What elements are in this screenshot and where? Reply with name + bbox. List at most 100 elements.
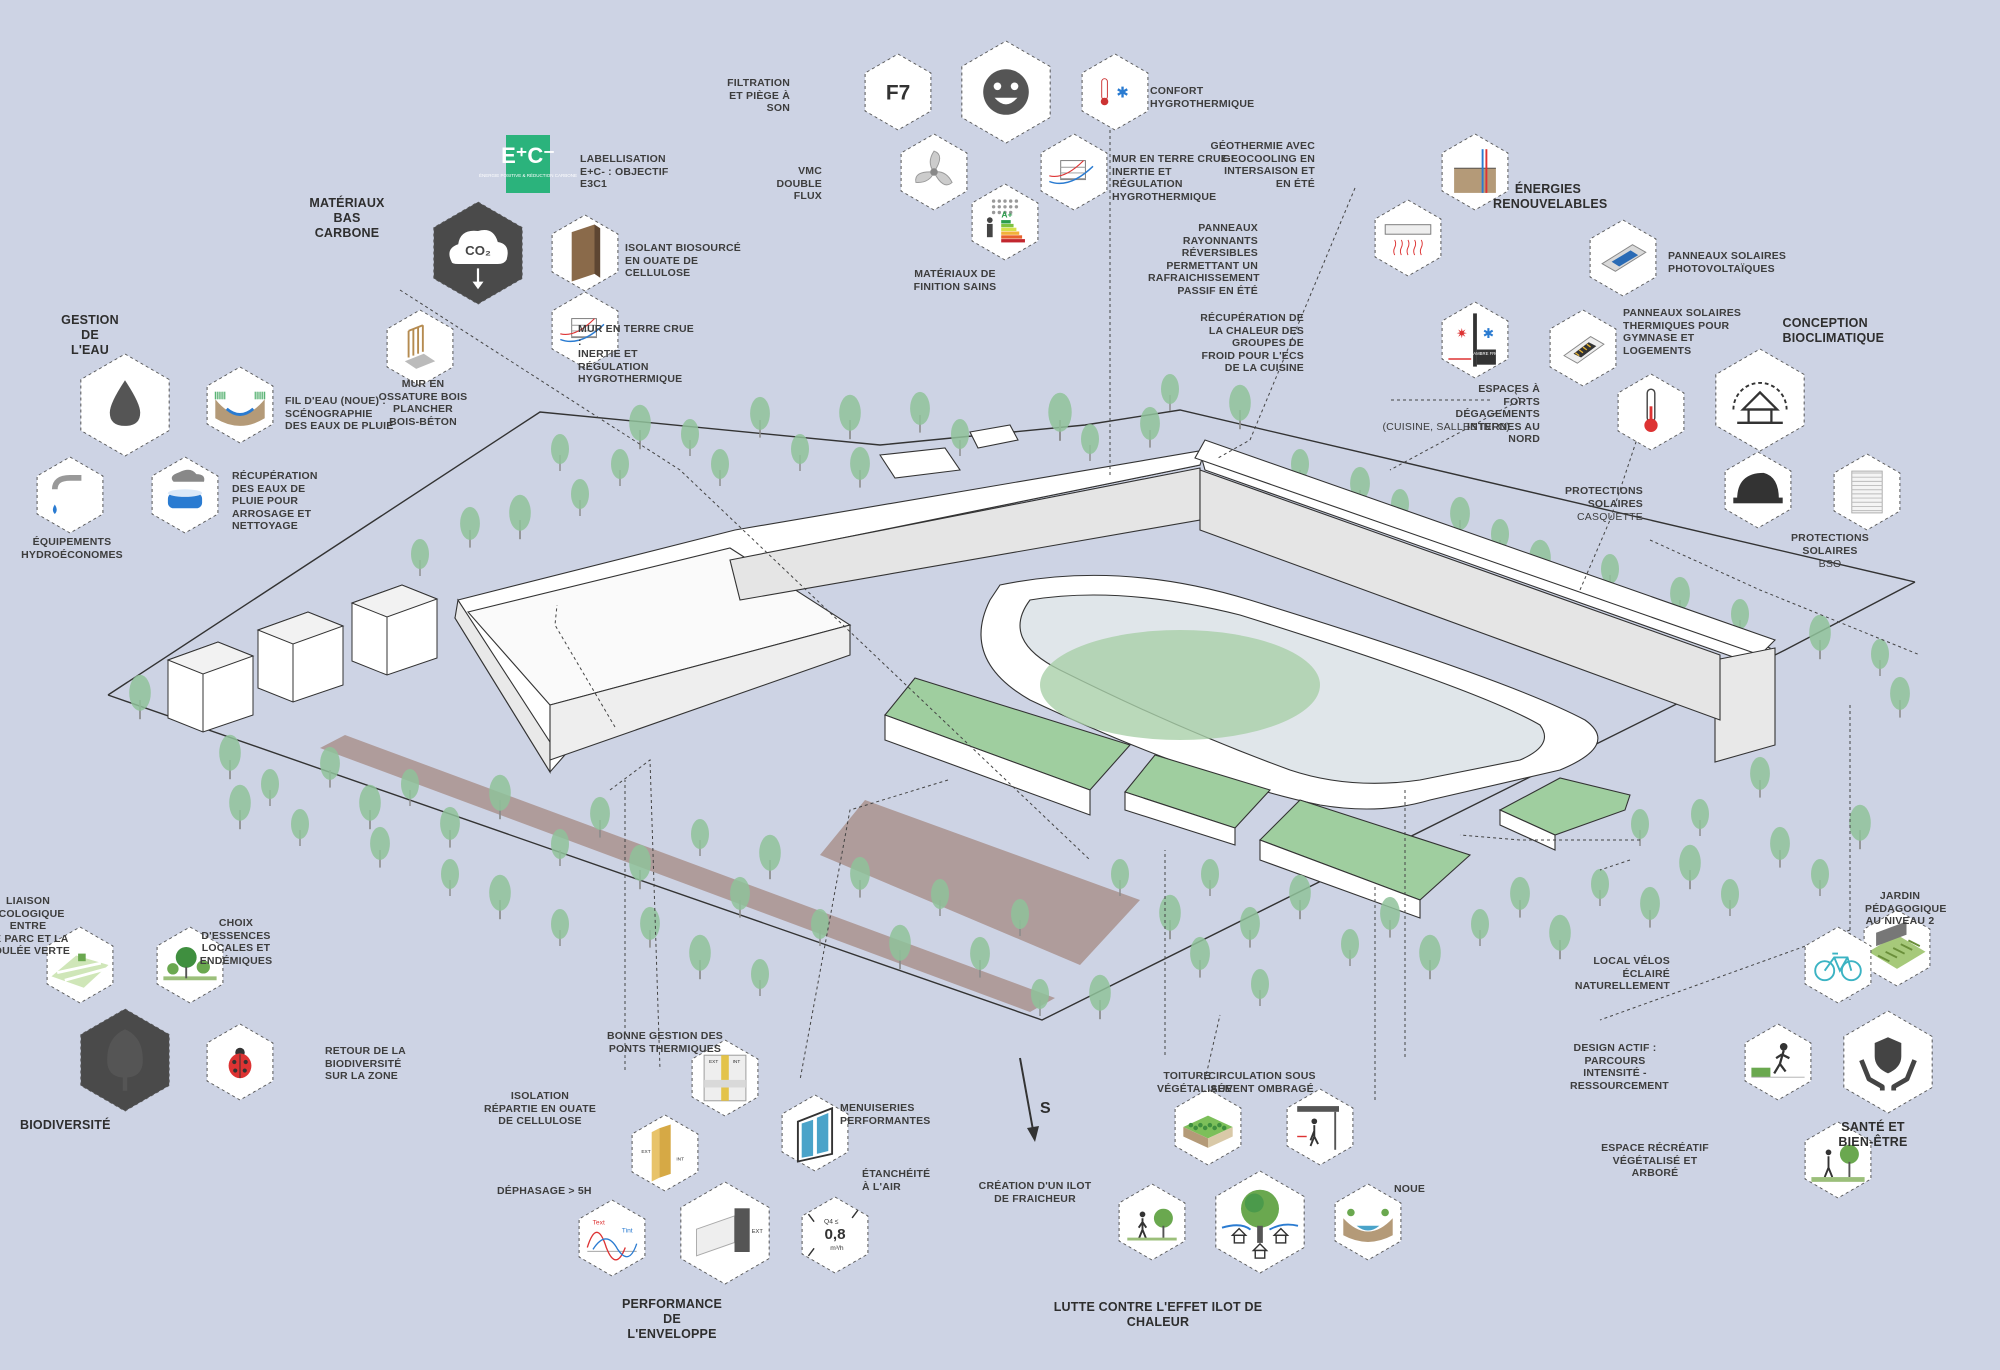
- tree: [1549, 914, 1571, 960]
- solar-thermal-icon: [1550, 310, 1616, 386]
- tree: [291, 809, 309, 846]
- label-espaces-forts-sub: (CUISINE, SALLES INFO): [1382, 421, 1510, 433]
- tree: [359, 784, 381, 830]
- svg-text:EXT: EXT: [641, 1149, 650, 1155]
- label-jardin: JARDIN PÉDAGOGIQUE AU NIVEAU 2: [1865, 890, 1947, 927]
- house-sun-icon: [1716, 349, 1804, 451]
- tree: [640, 906, 660, 948]
- label-toiture: TOITURE VÉGÉTALISÉE: [1157, 1070, 1232, 1095]
- tree: [1631, 809, 1649, 846]
- tree: [460, 506, 480, 548]
- tree: [320, 746, 340, 788]
- insulation-panel-icon: [552, 215, 618, 291]
- label-geothermie: GÉOTHERMIE AVEC GEOCOOLING EN INTERSAISO…: [1210, 140, 1315, 190]
- paint-drops-icon: A+: [972, 184, 1038, 260]
- svg-text:Tint: Tint: [622, 1227, 633, 1234]
- tree: [1691, 799, 1709, 836]
- tree: [1750, 756, 1770, 798]
- tree: [551, 434, 569, 471]
- swale-icon: [1335, 1184, 1401, 1260]
- label-bonne-gestion: BONNE GESTION DES PONTS THERMIQUES: [607, 1030, 723, 1055]
- thermometer-snow-icon: ✱: [1082, 54, 1148, 130]
- tree: [1679, 844, 1701, 890]
- tree: [370, 826, 390, 868]
- svg-text:INT: INT: [676, 1157, 684, 1163]
- wall-section-icon: EXT: [681, 1182, 769, 1284]
- label-materiaux-bas-carbone: MATÉRIAUX BAS CARBONE: [309, 196, 385, 240]
- tree: [1089, 974, 1111, 1020]
- tree: [1031, 979, 1049, 1016]
- airtightness-icon: Q4 ≤0,8m³/h: [802, 1197, 868, 1273]
- label-sante: SANTÉ ET BIEN-ÊTRE: [1838, 1120, 1908, 1149]
- tree: [1890, 676, 1910, 718]
- tree: [970, 936, 990, 978]
- svg-text:CO₂: CO₂: [465, 243, 491, 258]
- tree: [931, 879, 949, 916]
- label-liaison: LIAISON ÉCOLOGIQUE ENTRE LE PARC ET LA C…: [0, 895, 71, 957]
- svg-text:Text: Text: [593, 1220, 605, 1227]
- label-recuperation-eaux: RÉCUPÉRATION DES EAUX DE PLUIE POUR ARRO…: [232, 470, 318, 532]
- tree: [551, 909, 569, 946]
- tree: [791, 434, 809, 471]
- ladybug-icon: [207, 1024, 273, 1100]
- tree: [759, 834, 781, 880]
- label-fil-eau: FIL D'EAU (NOUE) : SCÉNOGRAPHIE DES EAUX…: [285, 395, 394, 432]
- green-roof-icon: [1175, 1089, 1241, 1165]
- tree: [691, 819, 709, 856]
- houses: [166, 584, 439, 733]
- tree: [489, 774, 511, 820]
- runner-icon: [1745, 1024, 1811, 1100]
- south-arrow-icon: [1019, 1057, 1039, 1142]
- tree: [590, 796, 610, 838]
- window-icon: [782, 1095, 848, 1171]
- tree: [261, 769, 279, 806]
- water-drop-icon: [81, 354, 169, 456]
- tree: [689, 934, 711, 980]
- smiley-icon: [962, 41, 1050, 143]
- label-espaces-forts: ESPACES À FORTS DÉGAGEMENTS INTERNES AU …: [1455, 383, 1540, 445]
- label-etancheite: ÉTANCHÉITÉ À L'AIR: [862, 1168, 931, 1193]
- label-isolation-repartie: ISOLATION RÉPARTIE EN OUATE DE CELLULOSE: [483, 1090, 597, 1127]
- tree: [1140, 406, 1160, 448]
- swale-section-icon: [207, 367, 273, 443]
- label-biodiversite: BIODIVERSITÉ: [20, 1118, 111, 1132]
- cap-icon: [1725, 452, 1791, 528]
- tree: [489, 874, 511, 920]
- label-choix-essences: CHOIX D'ESSENCES LOCALES ET ENDÉMIQUES: [199, 917, 273, 967]
- tree: [1809, 614, 1831, 660]
- label-panneaux-pv: PANNEAUX SOLAIRES PHOTOVOLTAÏQUES: [1668, 250, 1787, 275]
- tree: [129, 674, 151, 720]
- label-protections-bso-sub: BSO: [1818, 558, 1842, 570]
- tree: [1811, 859, 1829, 896]
- tree: [219, 734, 241, 780]
- brick-arrow-icon: [552, 292, 618, 368]
- svg-text:F7: F7: [886, 82, 910, 105]
- tree: [1510, 876, 1530, 918]
- tree: [1419, 934, 1441, 980]
- tree: [1471, 909, 1489, 946]
- main-building: [454, 424, 1777, 919]
- tree: [229, 784, 251, 830]
- svg-text:INT: INT: [733, 1059, 741, 1065]
- solar-pv-icon: [1590, 220, 1656, 296]
- tree: [1591, 869, 1609, 906]
- label-gestion-eau: GESTION DE L'EAU: [61, 313, 119, 357]
- tree: [1640, 886, 1660, 928]
- tree: [440, 806, 460, 848]
- label-mur-terre-left: MUR EN TERRE CRUE : INERTIE ET RÉGULATIO…: [578, 323, 694, 385]
- tree: [1190, 936, 1210, 978]
- tree: [951, 419, 969, 456]
- tree: [571, 479, 589, 516]
- wood-frame-icon: [387, 310, 453, 386]
- svg-text:✷: ✷: [1456, 326, 1467, 341]
- tree: [889, 924, 911, 970]
- label-equipements: ÉQUIPEMENTS HYDROÉCONOMES: [21, 536, 123, 561]
- cold-room-icon: CHAMBRE FROIDE✷✱: [1442, 302, 1508, 378]
- label-dephasage: DÉPHASAGE > 5H: [497, 1185, 592, 1197]
- label-panneaux-thermiques: PANNEAUX SOLAIRES THERMIQUES POUR GYMNAS…: [1623, 307, 1742, 357]
- canopy-walk-icon: [1287, 1089, 1353, 1165]
- svg-text:✱: ✱: [1116, 85, 1129, 102]
